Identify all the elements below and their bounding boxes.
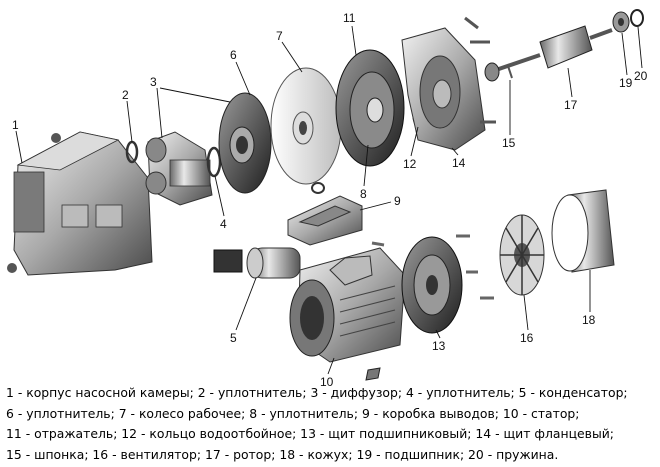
legend-line: 11 - отражатель; 12 - кольцо водоотбойно… — [6, 426, 614, 441]
legend-line: 1 - корпус насосной камеры; 2 - уплотнит… — [6, 385, 628, 400]
label-20: 20 — [634, 69, 648, 83]
flange-shield — [401, 16, 496, 151]
stator-cap — [365, 367, 381, 381]
label-8: 8 — [360, 187, 367, 201]
label-17: 17 — [564, 98, 578, 112]
legend-line: 6 - уплотнитель; 7 - колесо рабочее; 8 -… — [6, 405, 580, 421]
label-7: 7 — [276, 29, 283, 43]
label-6: 6 — [230, 48, 237, 62]
reflector — [335, 49, 405, 167]
label-18: 18 — [582, 313, 596, 327]
part-labels: 1 2 3 4 5 6 7 8 9 10 11 12 13 14 15 16 1… — [12, 11, 648, 389]
label-1: 1 — [12, 118, 19, 132]
diffuser — [145, 131, 213, 206]
exploded-pump-diagram: 1 2 3 4 5 6 7 8 9 10 11 12 13 14 15 16 1… — [7, 9, 648, 389]
terminal-box — [287, 195, 363, 246]
label-9: 9 — [394, 194, 401, 208]
stator — [289, 247, 406, 363]
parts-legend: 1 - корпус насосной камеры; 2 - уплотнит… — [6, 383, 658, 465]
label-15: 15 — [502, 136, 516, 150]
label-12: 12 — [403, 157, 417, 171]
rotor — [484, 25, 613, 82]
label-14: 14 — [452, 156, 466, 170]
seal-8 — [311, 182, 325, 194]
bearing — [612, 11, 630, 33]
legend-line: 15 - шпонка; 16 - вентилятор; 17 - ротор… — [6, 446, 559, 462]
fan-cover — [551, 189, 615, 273]
fan — [499, 214, 545, 296]
capacitor — [213, 247, 301, 279]
bearing-shield — [401, 236, 463, 334]
label-5: 5 — [230, 331, 237, 345]
impeller — [270, 67, 342, 185]
label-3: 3 — [150, 75, 157, 89]
label-16: 16 — [520, 331, 534, 345]
label-2: 2 — [122, 88, 129, 102]
seal-4 — [206, 146, 222, 178]
label-13: 13 — [432, 339, 446, 353]
screws — [371, 234, 494, 300]
spring — [630, 9, 644, 27]
leader-lines — [15, 25, 643, 375]
pump-housing — [7, 131, 153, 276]
label-11: 11 — [343, 11, 356, 25]
label-4: 4 — [220, 217, 227, 231]
label-19: 19 — [619, 76, 633, 90]
label-10: 10 — [320, 375, 334, 389]
impeller-seal-disc — [218, 92, 272, 194]
